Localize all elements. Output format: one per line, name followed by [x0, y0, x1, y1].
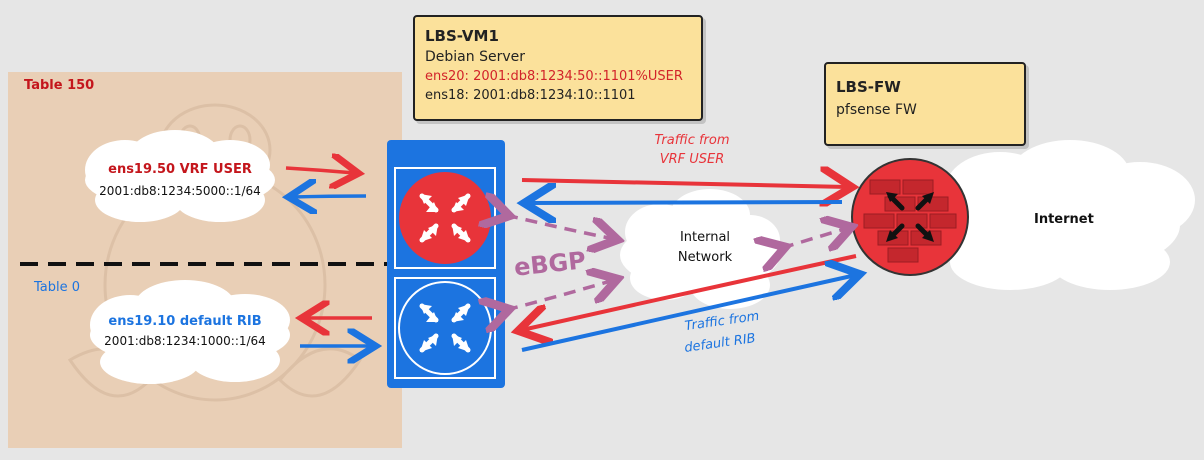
default-rib-cloud-addr: 2001:db8:1234:1000::1/64 [104, 334, 266, 348]
table-150-label: Table 150 [24, 78, 95, 93]
vrf-user-cloud-addr: 2001:db8:1234:5000::1/64 [99, 184, 261, 198]
default-rib-cloud-title: ens19.10 default RIB [108, 314, 262, 329]
lbs-fw-subtitle: pfsense FW [836, 102, 917, 118]
table-0-label: Table 0 [34, 280, 81, 295]
arrow-firewall-to-vrf-router [528, 202, 843, 203]
traffic-vrf-line1: Traffic from [654, 133, 730, 148]
arrow-router-to-vrf-cloud [292, 196, 367, 197]
lbs-vm-note: LBS-VM1 Debian Server ens20: 2001:db8:12… [413, 15, 703, 121]
traffic-vrf-line2: VRF USER [659, 152, 725, 167]
cloud-vrf-user [85, 130, 275, 222]
lbs-fw-title: LBS-FW [836, 78, 901, 96]
vrf-user-cloud-title: ens19.50 VRF USER [108, 162, 252, 177]
lbs-vm-subtitle: Debian Server [425, 49, 525, 65]
firewall-icon [851, 158, 969, 276]
router-default-icon [394, 277, 496, 379]
ebgp-link-default [506, 280, 614, 310]
cloud-default-rib [90, 280, 290, 384]
arrow-default-traffic-to-firewall [521, 275, 856, 352]
router-vrf-icon [394, 167, 496, 269]
lbs-vm-title: LBS-VM1 [425, 27, 499, 45]
internet-label: Internet [1034, 212, 1094, 227]
internal-network-line2: Network [677, 250, 733, 265]
arrow-vrf-cloud-to-router [285, 168, 355, 173]
cloud-internet [940, 140, 1195, 290]
internal-network-line1: Internal [679, 230, 731, 245]
arrow-vrf-traffic-to-firewall [521, 180, 848, 187]
ebgp-link-firewall [782, 228, 848, 248]
lbs-vm-iface-default: ens18: 2001:db8:1234:10::1101 [425, 88, 636, 103]
ebgp-link-vrf [506, 215, 614, 239]
lbs-fw-note: LBS-FW pfsense FW [824, 62, 1026, 146]
linux-host-panel [8, 72, 402, 448]
lbs-vm-iface-vrf: ens20: 2001:db8:1234:50::1101%USER [425, 69, 683, 84]
